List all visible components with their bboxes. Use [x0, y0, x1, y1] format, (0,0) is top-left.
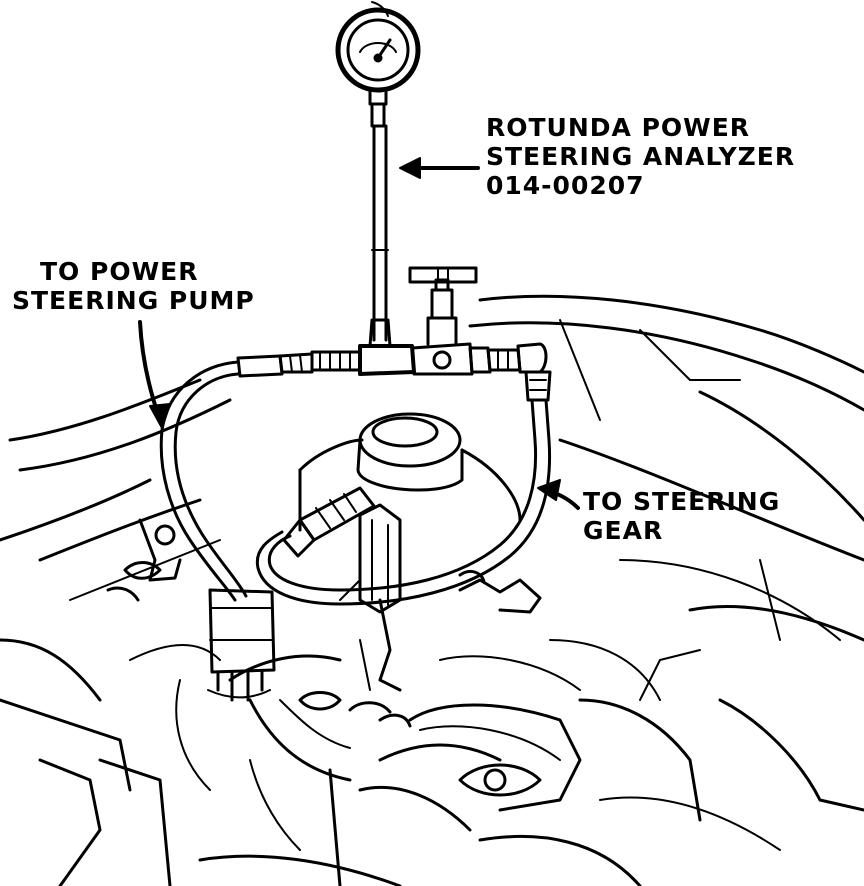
analyzer-label-line2: STEERING ANALYZER: [486, 142, 796, 171]
analyzer-label-line1: ROTUNDA POWER: [486, 113, 751, 142]
gear-label-line1: TO STEERING: [583, 487, 781, 516]
gear-label-line2: GEAR: [583, 516, 664, 545]
pump-label: TO POWER STEERING PUMP: [12, 257, 255, 315]
pump-label-line1: TO POWER: [40, 257, 199, 286]
pump-reservoir: [282, 412, 522, 614]
engine-compartment: [0, 294, 864, 886]
gear-label: TO STEERING GEAR: [583, 487, 780, 545]
hoses: [159, 360, 552, 702]
analyzer-tool: [236, 1, 552, 402]
pump-label-line2: STEERING PUMP: [12, 286, 255, 315]
analyzer-label-line3: 014-00207: [486, 171, 645, 200]
analyzer-label: ROTUNDA POWER STEERING ANALYZER 014-0020…: [486, 113, 795, 200]
leader-arrows: [138, 157, 580, 510]
